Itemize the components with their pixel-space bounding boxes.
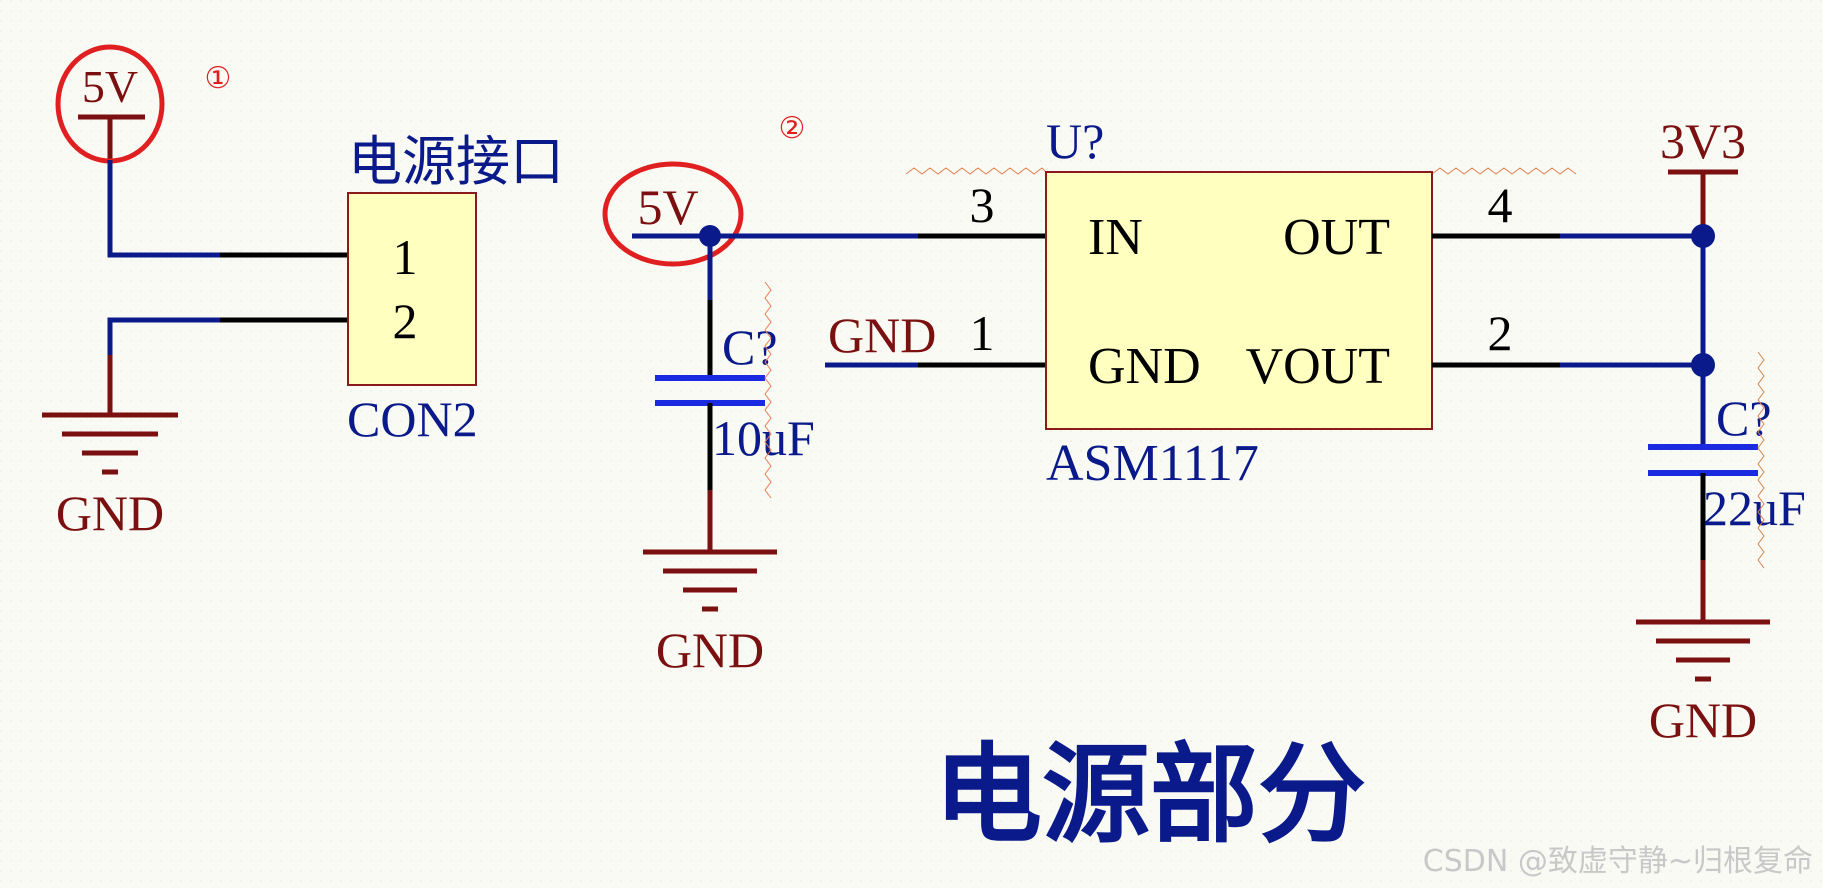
regulator-pin-in-name: IN [1088,209,1143,266]
annotation-circle-5v-mid [602,161,744,267]
connector-designator: CON2 [347,391,478,447]
connector-body [347,192,477,386]
gnd-net-label: GND [828,307,936,363]
annotation-mark-2: ② [779,111,806,146]
regulator-pin-out-number: 4 [1488,177,1513,233]
junction-out [1691,224,1715,248]
power-5v-top-label: 5V [82,61,138,112]
cap-out-value: 22uF [1703,480,1806,536]
regulator-pin-gnd-number: 1 [970,305,995,361]
regulator-squiggle-left [905,167,1047,175]
gnd-left-label: GND [56,485,164,541]
regulator-pin-vout-name: VOUT [1246,338,1390,395]
regulator-squiggle-right [1431,167,1577,175]
cap-in-value: 10uF [712,410,815,466]
regulator-pin-vout-number: 2 [1488,305,1513,361]
section-connector: 5V ① GND 电源接口 1 2 CON2 [42,44,564,541]
section-output: 3V3 C? 22uF GND [1636,113,1806,748]
section-title: 电源部分 [934,733,1366,858]
watermark: CSDN @致虚守静~归根复命 [1422,844,1813,879]
cap-in-squiggle [764,281,772,499]
wire-pin2-to-gnd [107,317,220,355]
connector-title: 电源接口 [348,130,564,193]
connector-pin1-number: 1 [393,229,418,285]
regulator-pin-out-name: OUT [1283,209,1390,266]
cap-out-designator: C? [1716,390,1772,446]
cap-in-designator: C? [722,319,778,375]
annotation-mark-1: ① [205,61,232,96]
regulator-pin-gnd-name: GND [1088,338,1201,395]
section-regulator: ② 5V C? 10uF GND GND U? IN [602,111,1703,678]
gnd-right-label: GND [1649,692,1757,748]
power-5v-mid-label: 5V [637,179,698,235]
gnd-mid-label: GND [656,622,764,678]
regulator-pin-in-number: 3 [970,177,995,233]
wire-5v-to-pin1 [107,160,220,258]
connector-pin2-number: 2 [393,293,418,349]
power-3v3-label: 3V3 [1660,113,1746,169]
regulator-body [1045,171,1433,430]
regulator-part-number: ASM1117 [1046,435,1259,492]
cap-out-squiggle [1757,351,1765,569]
regulator-designator: U? [1046,113,1104,169]
